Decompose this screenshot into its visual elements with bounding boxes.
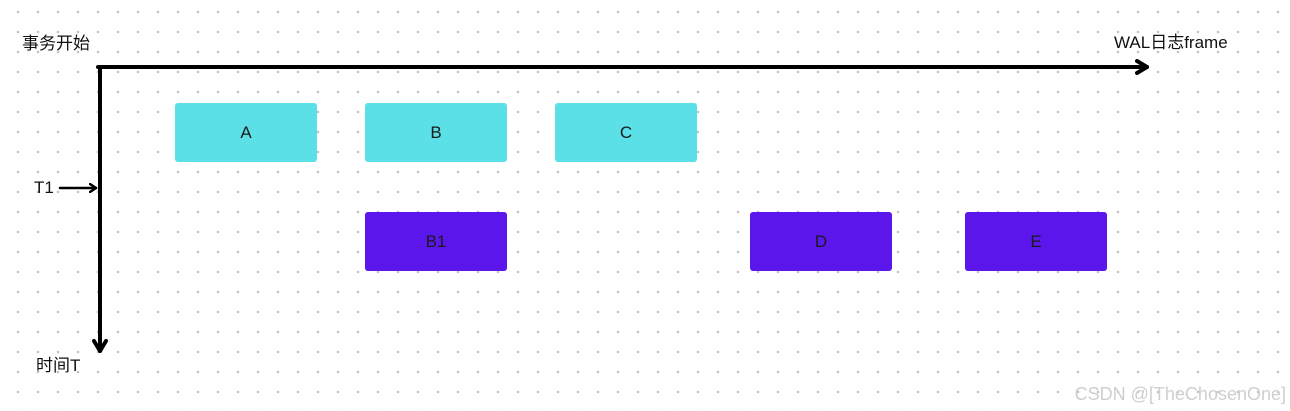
block-a: A (175, 103, 317, 162)
block-b: B (365, 103, 507, 162)
block-d: D (750, 212, 892, 271)
block-e: E (965, 212, 1107, 271)
transaction-start-label: 事务开始 (22, 34, 90, 53)
wal-frame-label: WAL日志frame (1114, 33, 1228, 52)
time-label: 时间T (36, 356, 81, 375)
watermark: CSDN @[TheChosenOne] (1074, 384, 1286, 404)
block-c: C (555, 103, 697, 162)
block-b1: B1 (365, 212, 507, 271)
t1-label: T1 (34, 178, 54, 197)
